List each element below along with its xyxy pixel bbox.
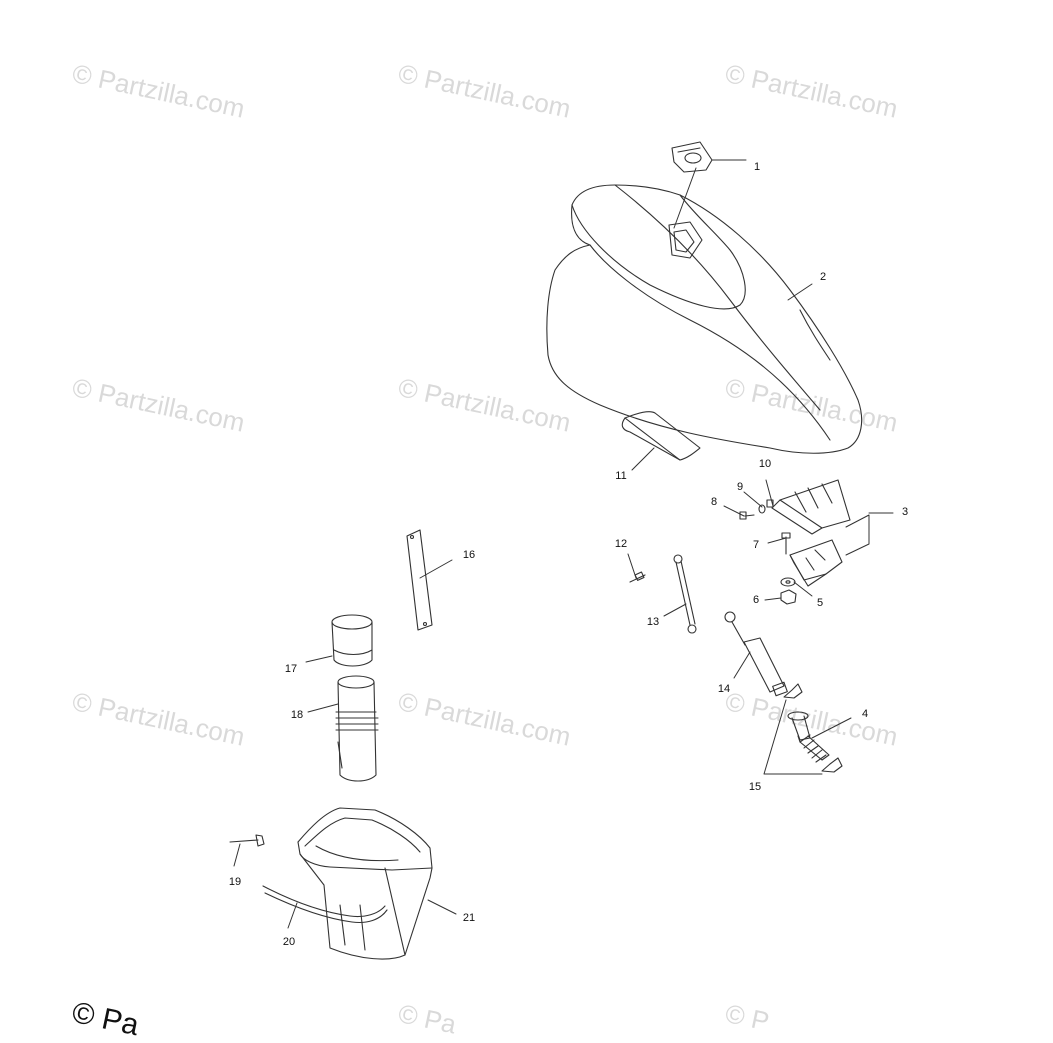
callout-19: 19	[228, 876, 242, 888]
callout-9: 9	[736, 481, 744, 493]
part-7-screw[interactable]	[781, 532, 791, 555]
part-17-cap[interactable]	[331, 614, 373, 667]
callout-1: 1	[753, 161, 761, 173]
part-13-strap[interactable]	[673, 554, 697, 634]
callout-6: 6	[752, 594, 760, 606]
callout-13: 13	[646, 616, 660, 628]
part-14-gas-strut[interactable]	[724, 611, 788, 697]
part-8-screw[interactable]	[739, 511, 755, 520]
part-18-canister[interactable]	[335, 675, 379, 782]
part-19-rivet[interactable]	[229, 834, 265, 847]
callout-17: 17	[284, 663, 298, 675]
part-20-seal[interactable]	[262, 885, 388, 924]
callout-21: 21	[462, 912, 476, 924]
part-2-storage-cover[interactable]	[546, 184, 863, 454]
part-15-wing-nut[interactable]	[783, 683, 843, 773]
callout-18: 18	[290, 709, 304, 721]
callout-12: 12	[614, 538, 628, 550]
callout-15: 15	[748, 781, 762, 793]
part-16-gasket[interactable]	[406, 529, 433, 631]
callout-5: 5	[816, 597, 824, 609]
part-12-fastener[interactable]	[629, 571, 646, 583]
callout-11: 11	[615, 470, 627, 482]
part-10-nut[interactable]	[766, 499, 774, 508]
callout-8: 8	[710, 496, 718, 508]
callout-10: 10	[758, 458, 772, 470]
callout-7: 7	[752, 539, 760, 551]
callout-4: 4	[861, 708, 869, 720]
leader-lines	[233, 159, 894, 929]
part-3-hinge-assembly[interactable]	[771, 479, 851, 587]
part-11-strip[interactable]	[621, 411, 701, 461]
callout-2: 2	[819, 271, 827, 283]
callout-14: 14	[717, 683, 731, 695]
part-9-washer[interactable]	[758, 504, 766, 514]
part-4-spring[interactable]	[787, 711, 830, 763]
callout-16: 16	[462, 549, 476, 561]
callout-3: 3	[901, 506, 909, 518]
part-1-tab[interactable]	[671, 141, 713, 173]
callout-20: 20	[282, 936, 296, 948]
part-5-washer[interactable]	[780, 577, 796, 587]
part-6-nut[interactable]	[780, 589, 797, 605]
part-21-storage-bin[interactable]	[297, 807, 433, 960]
